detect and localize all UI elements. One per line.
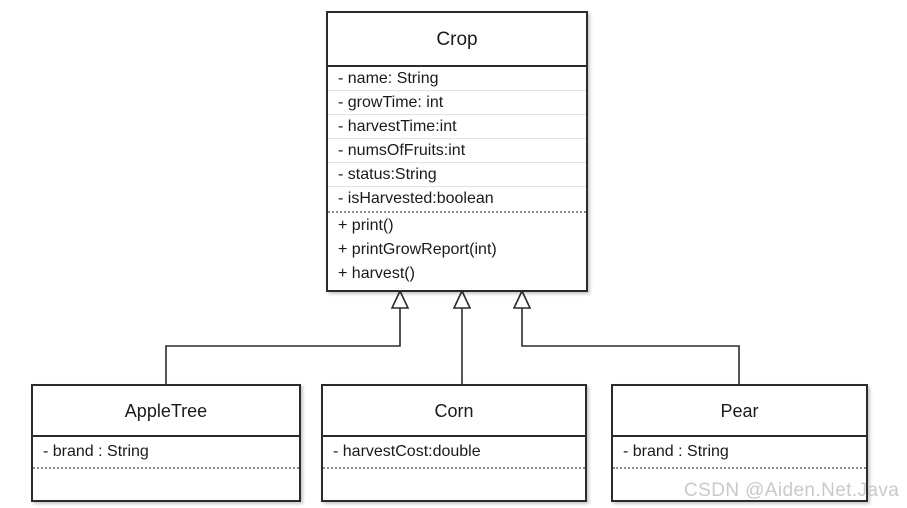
inheritance-arrowhead-pear — [512, 289, 532, 309]
attribute-row: - isHarvested:boolean — [338, 190, 494, 207]
class-box-appletree[interactable]: AppleTree - brand : String — [31, 384, 301, 502]
attributes-section-corn: - harvestCost:double — [323, 437, 585, 467]
generalization-link-pear — [521, 307, 740, 384]
methods-section-pear — [613, 467, 866, 500]
method-row: + harvest() — [338, 265, 415, 282]
methods-section-crop: + print() + printGrowReport(int) + harve… — [328, 211, 586, 290]
class-name-appletree: AppleTree — [33, 386, 299, 437]
attribute-row: - status:String — [328, 163, 586, 187]
class-box-pear[interactable]: Pear - brand : String — [611, 384, 868, 502]
attribute-row: - brand : String — [623, 443, 729, 460]
class-name-corn: Corn — [323, 386, 585, 437]
attribute-row: - numsOfFruits:int — [328, 139, 586, 163]
method-row: + print() — [338, 217, 394, 234]
method-row: + printGrowReport(int) — [338, 241, 497, 258]
attribute-row: - harvestTime:int — [328, 115, 586, 139]
class-box-crop[interactable]: Crop - name: String - growTime: int - ha… — [326, 11, 588, 292]
attribute-row: - name: String — [328, 67, 586, 91]
watermark-text: CSDN @Aiden.Net.Java — [684, 480, 900, 501]
attribute-row: - brand : String — [43, 443, 149, 460]
methods-section-appletree — [33, 467, 299, 500]
attributes-section-appletree: - brand : String — [33, 437, 299, 467]
class-name-crop: Crop — [328, 13, 586, 67]
attributes-section-pear: - brand : String — [613, 437, 866, 467]
generalization-link-appletree — [165, 307, 401, 384]
attribute-row: - harvestCost:double — [333, 443, 481, 460]
inheritance-arrowhead-appletree — [390, 289, 410, 309]
attributes-section-crop: - name: String - growTime: int - harvest… — [328, 67, 586, 211]
attribute-row: - growTime: int — [328, 91, 586, 115]
class-name-pear: Pear — [613, 386, 866, 437]
inheritance-arrowhead-corn — [452, 289, 472, 309]
class-box-corn[interactable]: Corn - harvestCost:double — [321, 384, 587, 502]
methods-section-corn — [323, 467, 585, 500]
